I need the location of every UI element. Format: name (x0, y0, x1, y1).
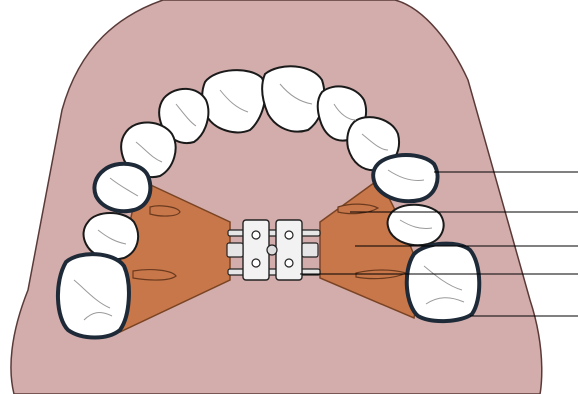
tooth-central-incisor-left (202, 70, 265, 132)
screw-pin-left-top (252, 231, 260, 239)
screw-rail-top (228, 230, 320, 236)
screw-stub-left (227, 243, 243, 257)
screw-stub-right (302, 243, 318, 257)
screw-block-right (276, 220, 302, 280)
tooth-anchor-molar-right (407, 244, 480, 321)
tooth-anchor-premolar-left (94, 164, 150, 211)
screw-pin-right-bottom (285, 259, 293, 267)
screw-block-left (243, 220, 269, 280)
screw-pin-right-top (285, 231, 293, 239)
screw-pin-left-bottom (252, 259, 260, 267)
tooth-premolar-right-2 (388, 205, 444, 246)
tooth-anchor-molar-left (58, 254, 129, 337)
screw-center (267, 245, 277, 255)
